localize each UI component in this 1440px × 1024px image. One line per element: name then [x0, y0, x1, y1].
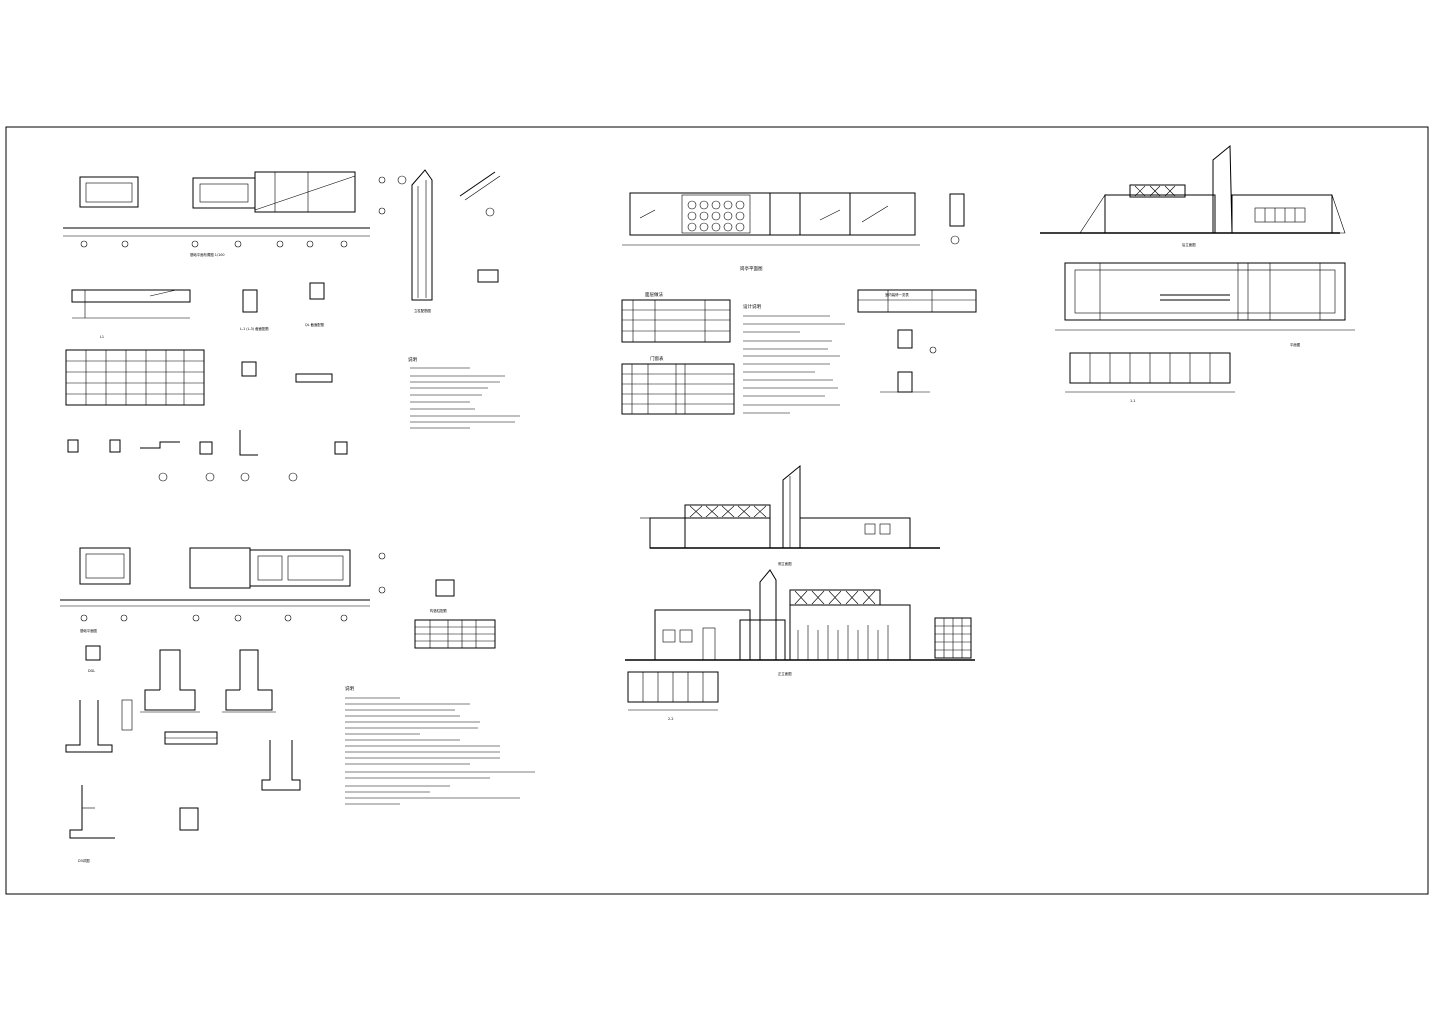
section-2-2-title: 2-2 [668, 717, 674, 721]
design-notes: 设计说明 [743, 303, 845, 414]
svg-text:基础平面图: 基础平面图 [80, 628, 98, 633]
side-elevation: 侧立面图 [640, 464, 940, 566]
door-window-schedule: 门窗表 [621, 355, 735, 415]
column-table: 构造柱配筋 [414, 579, 496, 649]
interior-finish-table: 室内装修一览表 [857, 289, 977, 393]
design-notes-title: 设计说明 [743, 303, 761, 310]
svg-text:D3详图: D3详图 [78, 858, 90, 863]
sentry-plan: 岗亭平面图 [622, 192, 965, 272]
foundation-plan-top: 基础平面布置图 1/100 [63, 171, 386, 257]
side-elevation-title: 侧立面图 [778, 561, 792, 566]
small-sections-row [67, 361, 348, 482]
svg-text:QL 截面配筋: QL 截面配筋 [305, 322, 325, 327]
rear-elevation-title: 后立面图 [1182, 242, 1196, 247]
beam-details: L1 L-1 (L-3) 截面配筋 QL 截面配筋 [71, 282, 325, 339]
svg-text:基础平面布置图 1/100: 基础平面布置图 1/100 [190, 252, 225, 257]
column-elevation: 立柱配筋图 [397, 169, 501, 313]
interior-finish-title: 室内装修一览表 [885, 292, 909, 297]
sheet-border [5, 126, 1429, 895]
front-elevation-title: 正立面图 [778, 671, 792, 676]
sentry-plan-title: 岗亭平面图 [740, 265, 763, 272]
foundation-plan-bottom: 基础平面图 [60, 547, 386, 633]
svg-text:立柱配筋图: 立柱配筋图 [414, 308, 432, 313]
beam-schedule [65, 349, 205, 406]
front-elevation: 正立面图 [625, 569, 975, 676]
svg-text:L-1 (L-3) 截面配筋: L-1 (L-3) 截面配筋 [240, 326, 269, 331]
finish-schedule: 面层做法 [621, 291, 731, 343]
main-plan: 平面图 [1055, 262, 1355, 347]
door-window-title: 门窗表 [650, 355, 664, 362]
main-plan-title: 平面图 [1290, 342, 1301, 347]
notes-heading-2: 说明 [345, 685, 354, 692]
svg-text:L1: L1 [100, 335, 104, 339]
finish-schedule-title: 面层做法 [645, 291, 663, 298]
foundation-sections: DGL D3详图 [65, 645, 301, 863]
structure-notes-1: 说明 [408, 356, 520, 429]
notes-heading: 说明 [408, 356, 417, 363]
structure-notes-2: 说明 [345, 685, 535, 805]
rear-elevation: 后立面图 [1040, 144, 1346, 247]
section-1-1-title: 1-1 [1130, 399, 1136, 403]
detail-1-1: 1-1 [1065, 352, 1235, 403]
detail-2-2: 2-2 [627, 671, 719, 721]
column-table-title: 构造柱配筋 [430, 608, 448, 613]
svg-text:DGL: DGL [88, 669, 95, 673]
